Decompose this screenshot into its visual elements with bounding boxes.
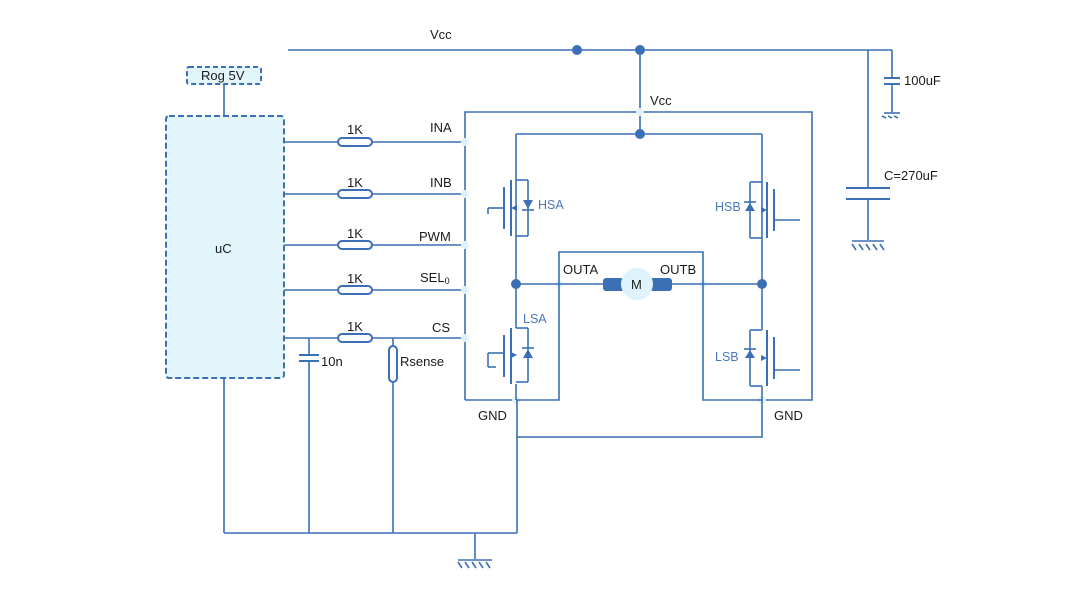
- microcontroller-box: [165, 115, 285, 379]
- gnd-b-label: GND: [774, 408, 803, 423]
- cap-100uf-label: 100uF: [904, 73, 941, 88]
- outb-label: OUTB: [660, 262, 696, 277]
- outa-label: OUTA: [563, 262, 598, 277]
- driver-ic-outline: [464, 111, 813, 401]
- regulator-5v: [186, 66, 262, 115]
- lsb-mosfet: [744, 284, 800, 400]
- cs-filter-capacitor: [299, 338, 319, 533]
- capacitor-100uf: [881, 50, 900, 119]
- motor: [603, 268, 672, 300]
- lsa-mosfet: [487, 284, 534, 400]
- r2-value: 1K: [347, 175, 363, 190]
- capacitor-270uf: [846, 50, 890, 251]
- vcc-rail: [288, 45, 892, 134]
- bridge-vcc-bus: [515, 129, 763, 182]
- lsa-label: LSA: [523, 312, 547, 326]
- r4-value: 1K: [347, 271, 363, 286]
- input-resistor-pwm: [284, 240, 465, 250]
- hsb-label: HSB: [715, 200, 741, 214]
- hsa-mosfet: [487, 179, 534, 284]
- cap-10n-label: 10n: [321, 354, 343, 369]
- vcc-top-label: Vcc: [430, 27, 452, 42]
- pin-label-ina: INA: [430, 120, 452, 135]
- rsense-label: Rsense: [400, 354, 444, 369]
- pin-label-inb: INB: [430, 175, 452, 190]
- rsense-resistor: [388, 338, 398, 533]
- vcc-bridge-label: Vcc: [650, 93, 672, 108]
- r3-value: 1K: [347, 226, 363, 241]
- gnd-a-label: GND: [478, 408, 507, 423]
- hsb-mosfet: [744, 181, 800, 284]
- motor-output-wiring: [511, 251, 767, 401]
- pin-label-pwm: PWM: [419, 229, 451, 244]
- cap-270uf-label: C=270uF: [884, 168, 938, 183]
- r1-value: 1K: [347, 122, 363, 137]
- uc-label: uC: [215, 241, 232, 256]
- lsb-label: LSB: [715, 350, 739, 364]
- ground-return: [223, 378, 763, 569]
- pin-label-cs: CS: [432, 320, 450, 335]
- pin-label-sel: SEL0: [420, 270, 450, 286]
- pin-label-sel-sub: 0: [445, 276, 450, 286]
- input-resistor-inb: [284, 189, 465, 199]
- input-resistor-cs: [284, 333, 465, 343]
- input-resistor-sel: [284, 285, 465, 295]
- regulator-label: Rog 5V: [201, 68, 245, 83]
- motor-label: M: [631, 277, 642, 292]
- hsa-label: HSA: [538, 198, 564, 212]
- pin-label-sel-main: SEL: [420, 270, 445, 285]
- r5-value: 1K: [347, 319, 363, 334]
- input-resistor-ina: [284, 137, 465, 147]
